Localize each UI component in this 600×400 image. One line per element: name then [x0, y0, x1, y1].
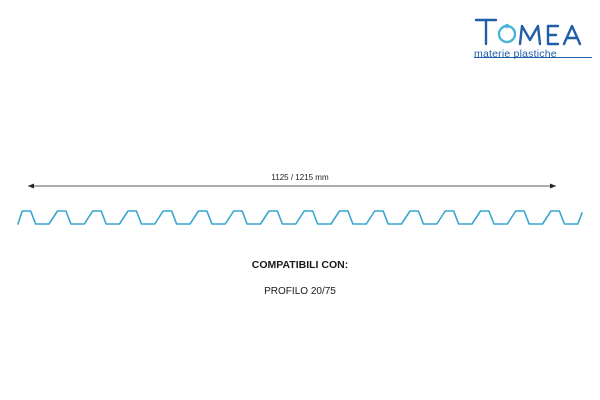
compatible-profile: PROFILO 20/75 — [264, 286, 336, 297]
logo-o-dot — [504, 23, 510, 29]
dimension-line — [28, 183, 556, 189]
dimension-arrow-right — [550, 183, 556, 189]
compatibility-heading: COMPATIBILI CON: — [251, 259, 349, 271]
brand-logo — [462, 14, 592, 62]
dimension-label: 1125 / 1215 mm — [271, 173, 329, 182]
dimension-arrow-left — [28, 183, 34, 189]
logo-o-ring — [497, 24, 517, 44]
logo-divider — [474, 57, 592, 58]
profile-section — [17, 210, 583, 225]
logo-wordmark — [474, 18, 582, 46]
logo-tagline: materie plastiche — [474, 48, 557, 60]
profile-outline — [17, 210, 583, 225]
